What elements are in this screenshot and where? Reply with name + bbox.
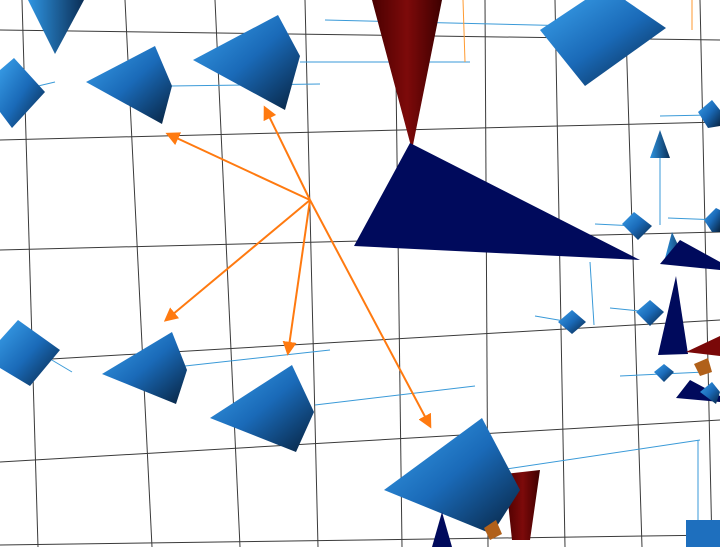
navy-small-cone-2 [658, 276, 688, 355]
blue-small-diamond-6 [654, 364, 674, 382]
blue-small-diamond-5 [636, 300, 664, 326]
blue-tetra-bottom-large[interactable] [384, 418, 520, 534]
orange-arrow-1 [165, 132, 311, 201]
orange-arrow-5 [309, 199, 432, 429]
blue-tetra-lower-1[interactable] [102, 332, 187, 404]
blue-small-cone-1 [650, 130, 670, 158]
blue-small-diamond-4 [558, 310, 586, 334]
orange-guide-lines [462, 0, 693, 63]
blue-small-box [686, 520, 720, 547]
blue-diamond-topright[interactable] [540, 0, 666, 86]
navy-triangle-large[interactable] [354, 143, 640, 260]
navy-cone-bottom[interactable] [432, 512, 452, 547]
blue-small-diamond-7 [700, 382, 720, 404]
orange-small-wedge [694, 358, 712, 376]
blue-small-diamond-1 [698, 100, 720, 128]
orange-arrow-4 [282, 199, 311, 356]
navy-small-triangle-1 [660, 240, 720, 270]
blue-small-diamond-2 [622, 212, 652, 240]
blue-diamond-left-mid[interactable] [0, 320, 60, 386]
blue-small-diamond-3 [704, 208, 720, 232]
blue-tetra-lower-2[interactable] [210, 365, 314, 452]
orange-arrow-3 [163, 199, 311, 322]
orange-arrow-2 [263, 105, 311, 201]
red-small-wedge [686, 336, 720, 356]
blue-tetra-upper-1[interactable] [86, 46, 172, 124]
orange-arrow-group[interactable] [163, 105, 432, 429]
blue-tetra-upper-2[interactable] [193, 15, 300, 110]
blue-diamond-left-edge[interactable] [0, 58, 45, 128]
right-cluster[interactable] [558, 100, 720, 547]
orange-small-glyph-bottom [484, 520, 502, 540]
red-cone-top[interactable] [372, 0, 442, 150]
guide-lines [0, 19, 720, 530]
blue-cone-topleft[interactable] [28, 0, 84, 54]
